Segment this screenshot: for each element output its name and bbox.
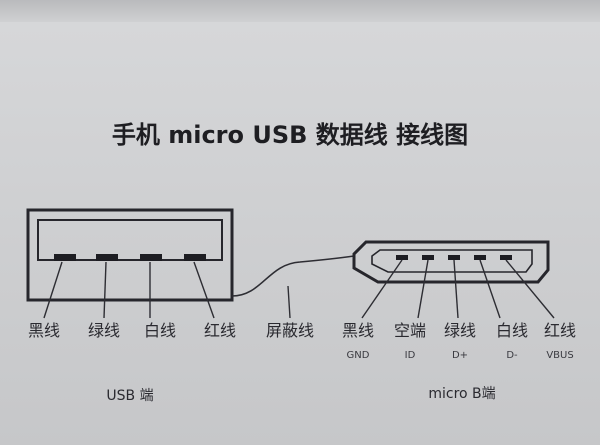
- micro-b-label-1: 黑线: [342, 321, 374, 340]
- shield-cable: [231, 255, 355, 297]
- window-top-edge: [0, 0, 600, 22]
- micro-b-leader-2: [417, 259, 429, 319]
- micro-b-connector: [352, 240, 555, 319]
- micro-b-caption: micro B端: [428, 386, 495, 402]
- micro-b-inner-slot: [371, 249, 533, 273]
- micro-b-pin-id: [422, 255, 434, 260]
- usb-a-caption: USB 端: [106, 388, 153, 404]
- micro-b-label-2: 空端: [394, 321, 426, 340]
- usb-a-pin-4: [184, 254, 206, 261]
- usb-a-leader-2: [103, 261, 107, 319]
- micro-b-outer-shell: [352, 240, 550, 284]
- micro-b-pin-dplus: [448, 255, 460, 260]
- micro-b-leader-5: [505, 259, 555, 319]
- usb-a-inner-slot: [37, 219, 223, 261]
- usb-a-label-2: 绿线: [88, 321, 120, 340]
- pin-name-id: ID: [405, 350, 416, 361]
- pin-name-dminus: D-: [506, 350, 518, 361]
- pin-name-gnd: GND: [347, 350, 370, 361]
- pin-name-vbus: VBUS: [546, 350, 573, 361]
- micro-b-pin-vbus: [500, 255, 512, 260]
- shield-leader: [287, 285, 291, 319]
- usb-a-label-3: 白线: [144, 321, 176, 340]
- usb-a-connector: [26, 208, 234, 319]
- micro-b-leader-3: [453, 259, 459, 319]
- usb-a-leader-1: [43, 261, 63, 319]
- usb-a-outer-shell: [26, 208, 234, 302]
- usb-a-pin-3: [140, 254, 162, 261]
- micro-b-label-3: 绿线: [444, 321, 476, 340]
- micro-b-leader-1: [361, 259, 403, 319]
- usb-a-pin-1: [54, 254, 76, 261]
- micro-b-pin-dminus: [474, 255, 486, 260]
- micro-b-label-4: 白线: [496, 321, 528, 340]
- pin-name-dplus: D+: [452, 350, 468, 361]
- diagram-title: 手机 micro USB 数据线 接线图: [112, 121, 468, 149]
- micro-b-pin-gnd: [396, 255, 408, 260]
- micro-b-leader-4: [479, 259, 501, 319]
- micro-b-label-5: 红线: [544, 321, 576, 340]
- usb-a-label-4: 红线: [204, 321, 236, 340]
- usb-a-pin-2: [96, 254, 118, 261]
- usb-a-leader-4: [193, 261, 215, 319]
- usb-a-label-1: 黑线: [28, 321, 60, 340]
- shield-label: 屏蔽线: [266, 321, 314, 340]
